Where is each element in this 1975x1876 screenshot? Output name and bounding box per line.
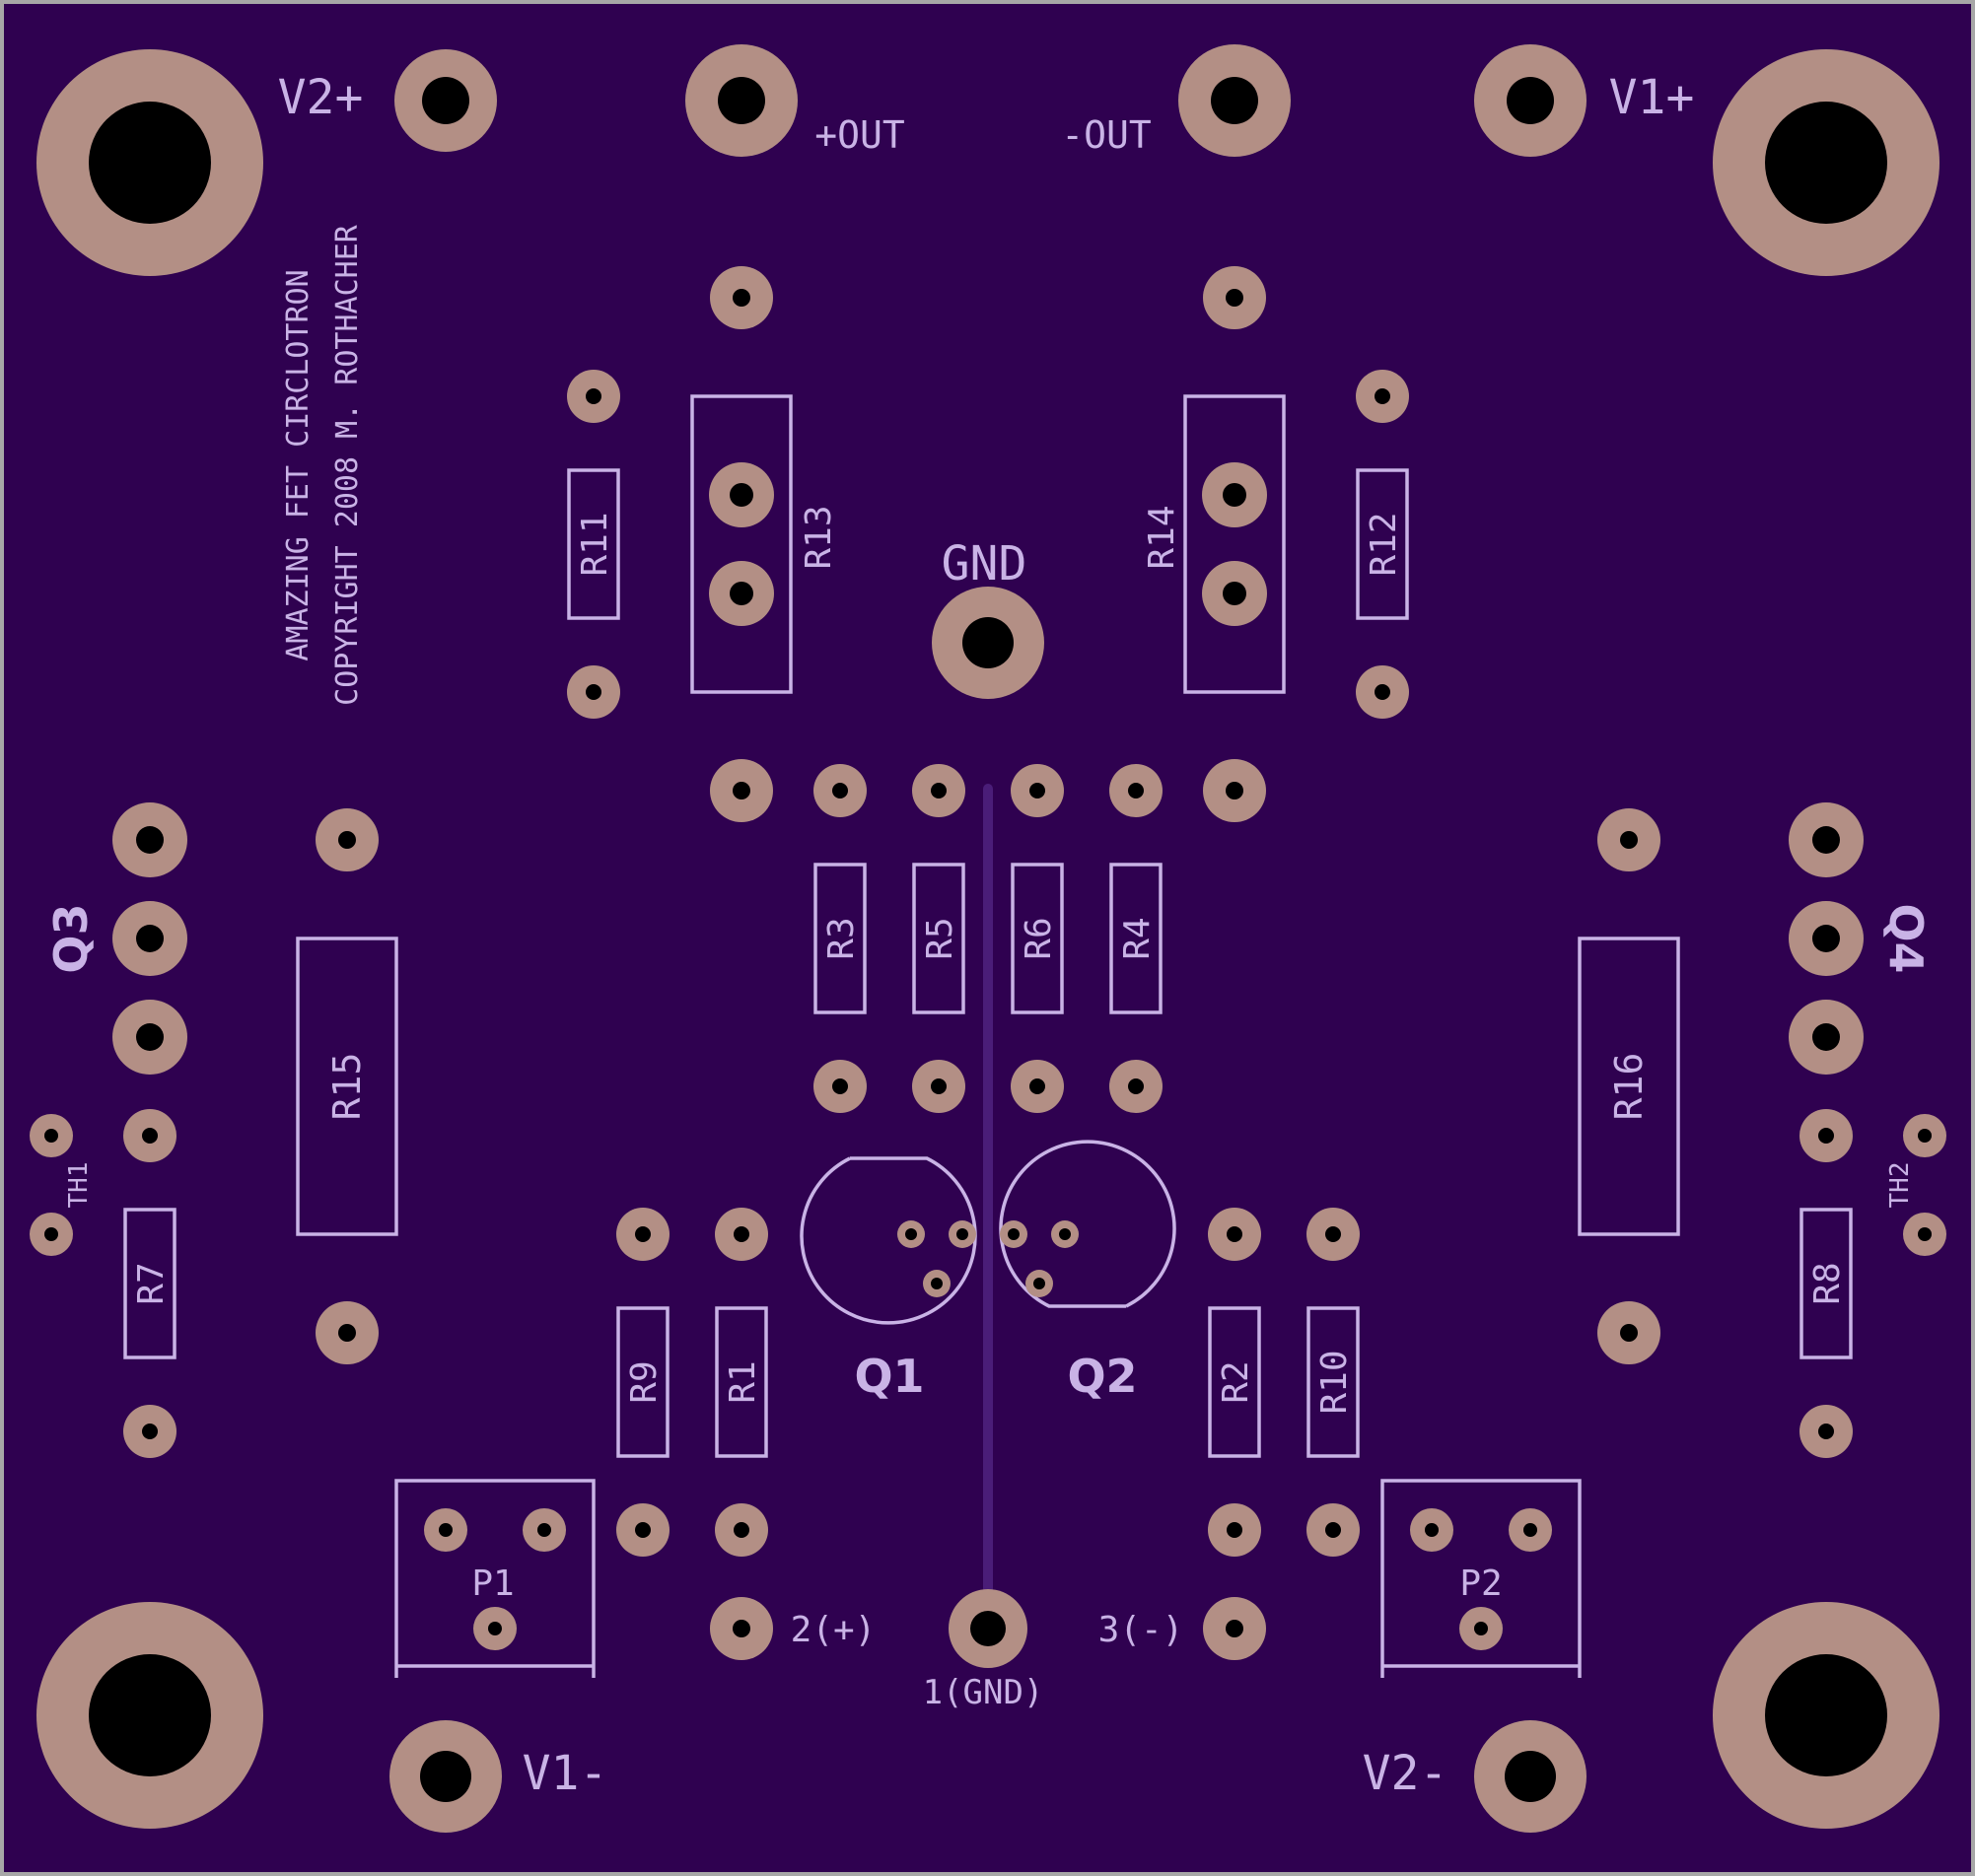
label-r12: R12 bbox=[1364, 512, 1404, 576]
resistor-r11 bbox=[567, 468, 620, 620]
label-r7: R7 bbox=[131, 1262, 172, 1304]
label-r1: R1 bbox=[723, 1360, 763, 1403]
label-plus-out: +OUT bbox=[814, 113, 905, 157]
label-r9: R9 bbox=[624, 1360, 665, 1403]
label-r14: R14 bbox=[1142, 505, 1182, 569]
label-p2: P2 bbox=[1459, 1563, 1502, 1604]
label-q1: Q1 bbox=[854, 1350, 924, 1403]
mounting-holes bbox=[36, 49, 1940, 1829]
label-q3: Q3 bbox=[44, 903, 98, 973]
label-r11: R11 bbox=[575, 512, 615, 576]
label-r3: R3 bbox=[821, 917, 862, 959]
label-r8: R8 bbox=[1807, 1262, 1848, 1304]
transistor-q2-outline bbox=[999, 1140, 1176, 1308]
label-r5: R5 bbox=[920, 917, 960, 959]
label-v1-plus: V1+ bbox=[1609, 70, 1695, 125]
resistor-r1 bbox=[715, 1306, 768, 1458]
label-r15: R15 bbox=[325, 1053, 369, 1121]
resistor-r4 bbox=[1109, 863, 1163, 1014]
label-in-minus: 3(-) bbox=[1098, 1610, 1184, 1650]
label-r4: R4 bbox=[1117, 917, 1158, 959]
power-terminals bbox=[389, 44, 1587, 1833]
resistor-r2 bbox=[1208, 1306, 1261, 1458]
label-r6: R6 bbox=[1019, 917, 1059, 959]
resistor-r6 bbox=[1011, 863, 1064, 1014]
board-copyright: COPYRIGHT 2008 M. ROTHACHER bbox=[330, 224, 365, 706]
label-r2: R2 bbox=[1216, 1360, 1256, 1403]
label-v2-plus: V2+ bbox=[278, 70, 364, 125]
label-in-gnd: 1(GND) bbox=[923, 1673, 1044, 1712]
label-in-plus: 2(+) bbox=[791, 1610, 877, 1650]
label-r10: R10 bbox=[1314, 1350, 1355, 1414]
resistor-r15 bbox=[296, 937, 398, 1236]
label-th1: TH1 bbox=[64, 1162, 94, 1209]
label-p1: P1 bbox=[471, 1563, 514, 1604]
label-q2: Q2 bbox=[1067, 1350, 1137, 1403]
trimpot-p2-outline bbox=[1380, 1479, 1582, 1678]
label-r16: R16 bbox=[1607, 1053, 1651, 1121]
label-minus-out: -OUT bbox=[1061, 113, 1152, 157]
label-v2-minus: V2- bbox=[1363, 1746, 1448, 1801]
resistor-r5 bbox=[912, 863, 965, 1014]
resistor-r7 bbox=[123, 1208, 176, 1359]
label-r13: R13 bbox=[799, 505, 839, 569]
resistor-r9 bbox=[616, 1306, 670, 1458]
resistor-r8 bbox=[1799, 1208, 1853, 1359]
resistor-r14 bbox=[1183, 394, 1286, 694]
transistor-q1-outline bbox=[800, 1156, 977, 1325]
label-th2: TH2 bbox=[1885, 1162, 1915, 1209]
resistor-r13 bbox=[690, 394, 793, 694]
label-v1-minus: V1- bbox=[523, 1746, 608, 1801]
trimpot-p1-outline bbox=[394, 1479, 596, 1678]
label-gnd: GND bbox=[942, 536, 1027, 591]
resistor-r10 bbox=[1306, 1306, 1360, 1458]
resistor-r16 bbox=[1578, 937, 1680, 1236]
label-q4: Q4 bbox=[1879, 903, 1933, 973]
board-title: AMAZING FET CIRCLOTRON bbox=[281, 269, 316, 660]
resistor-r12 bbox=[1356, 468, 1409, 620]
resistor-r3 bbox=[813, 863, 867, 1014]
